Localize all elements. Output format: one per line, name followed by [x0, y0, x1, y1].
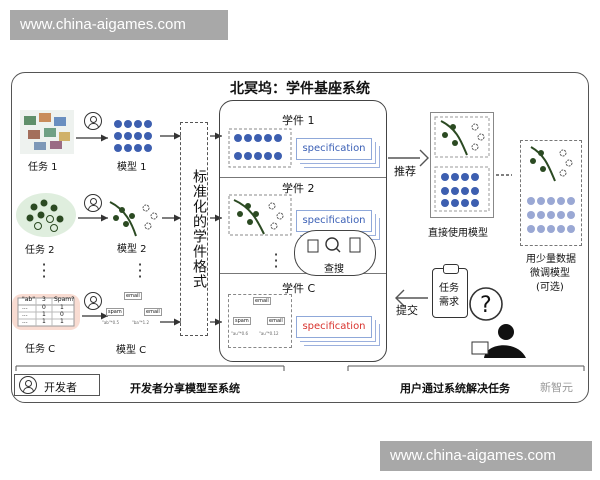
- finetune-models-icon: [527, 146, 575, 233]
- diagram-title: 北冥坞：学件基座系统: [230, 81, 370, 97]
- tree-edge-label: "au"*0.6: [231, 331, 249, 336]
- task-c-image: "ab" 3 Spam? ... 0 1 ... 1 0 ... 1 1: [12, 294, 80, 330]
- task-1-label: 任务 1: [28, 162, 58, 173]
- learnware-2-spec: specification: [296, 210, 372, 232]
- source-mark: 新智元: [540, 381, 573, 394]
- learnware-1-model-icon: [228, 128, 292, 168]
- developer-2-icon: [84, 194, 102, 212]
- cluster-icon: [26, 199, 64, 232]
- table-cell: 1: [60, 318, 64, 325]
- task-2-image: [16, 193, 76, 237]
- finetune-line-1: 用少量数据: [526, 254, 576, 265]
- standard-format-label: 标准化的学件格式: [191, 169, 207, 289]
- learnware-c-tree: email spam email "au"*0.6 "au"*0.12: [228, 294, 292, 348]
- table-cell: 1: [60, 304, 64, 311]
- learnware-2-title: 学件 2: [282, 182, 315, 195]
- search-bubble: [294, 230, 376, 276]
- task-2-label: 任务 2: [25, 245, 55, 256]
- task-need-clipboard: 任务 需求: [432, 264, 468, 318]
- developer-c-icon: [84, 292, 102, 310]
- task-c-label: 任务 C: [25, 344, 56, 355]
- table-cell: 0: [60, 311, 64, 318]
- divider: [220, 177, 386, 178]
- model-c-tree: email spam email "ab"*0.5 "ba"*1.2: [102, 292, 166, 342]
- more-models-dots: ···: [137, 255, 143, 286]
- photo-collage-icon: [24, 113, 70, 150]
- learnware-c-spec: specification: [296, 316, 372, 338]
- more-tasks-dots: ···: [41, 255, 47, 286]
- task-need-line-1: 任务: [439, 283, 459, 294]
- footer-right-label: 用户通过系统解决任务: [400, 382, 510, 395]
- finetune-line-3: (可选): [536, 282, 564, 293]
- system-frame: [11, 72, 589, 403]
- tree-node-email: email: [267, 317, 285, 325]
- tree-edge-label: "ba"*1.2: [132, 320, 150, 325]
- tree-node-email: email: [144, 308, 162, 316]
- learnware-container: [219, 100, 387, 362]
- footer-left-label: 开发者分享模型至系统: [130, 382, 240, 395]
- direct-use-panel: [430, 112, 494, 218]
- legend-developer-label: 开发者: [44, 381, 77, 394]
- svg-text:?: ?: [480, 293, 492, 318]
- finetune-line-2: 微调模型: [530, 268, 570, 279]
- tree-node-spam: spam: [106, 308, 124, 316]
- more-learnware-dots: ···: [273, 245, 279, 276]
- table-header-3: Spam?: [54, 296, 75, 303]
- developer-legend-icon: [19, 376, 37, 394]
- search-icon: [307, 237, 361, 253]
- tree-edge-label: "au"*0.12: [259, 331, 279, 336]
- table-cell: 1: [42, 311, 46, 318]
- thinking-user-icon: ?: [469, 287, 526, 358]
- finetune-panel: [520, 140, 582, 246]
- model-c-label: 模型 C: [116, 345, 147, 356]
- legend-box: [14, 374, 100, 396]
- learnware-c-title: 学件 C: [282, 282, 316, 295]
- table-header-2: 3: [42, 296, 46, 303]
- model-2-boundary-icon: [109, 201, 158, 237]
- learnware-1-title: 学件 1: [282, 114, 315, 127]
- model-1-network-icon: [114, 120, 152, 152]
- table-cell: ...: [22, 304, 28, 311]
- tree-node-spam: spam: [233, 317, 251, 325]
- tree-node-email: email: [253, 297, 271, 305]
- task-1-image: [20, 110, 74, 154]
- table-cell: 0: [42, 304, 46, 311]
- divider: [220, 273, 386, 274]
- model-1-label: 模型 1: [117, 162, 147, 173]
- watermark-top: www.china-aigames.com: [10, 10, 228, 40]
- task-need-line-2: 需求: [439, 297, 459, 308]
- table-cell: ...: [22, 318, 28, 325]
- learnware-1-spec: specification: [296, 138, 372, 160]
- watermark-bottom: www.china-aigames.com: [380, 441, 592, 471]
- table-cell: 1: [42, 318, 46, 325]
- tree-node-email: email: [124, 292, 142, 300]
- search-label: 查搜: [324, 264, 344, 275]
- table-header-1: "ab": [22, 296, 36, 303]
- clipboard-clip-icon: [443, 264, 459, 274]
- standard-format-box: [180, 122, 208, 336]
- direct-use-label: 直接使用模型: [428, 228, 488, 239]
- tree-edge-label: "ab"*0.5: [102, 320, 120, 325]
- direct-use-models-icon: [434, 116, 490, 212]
- table-cell: ...: [22, 311, 28, 318]
- model-2-label: 模型 2: [117, 244, 147, 255]
- developer-1-icon: [84, 112, 102, 130]
- submit-label: 提交: [396, 304, 418, 317]
- table-data-icon: [17, 297, 75, 327]
- learnware-2-model-icon: [228, 194, 292, 236]
- recommend-label: 推荐: [394, 165, 416, 178]
